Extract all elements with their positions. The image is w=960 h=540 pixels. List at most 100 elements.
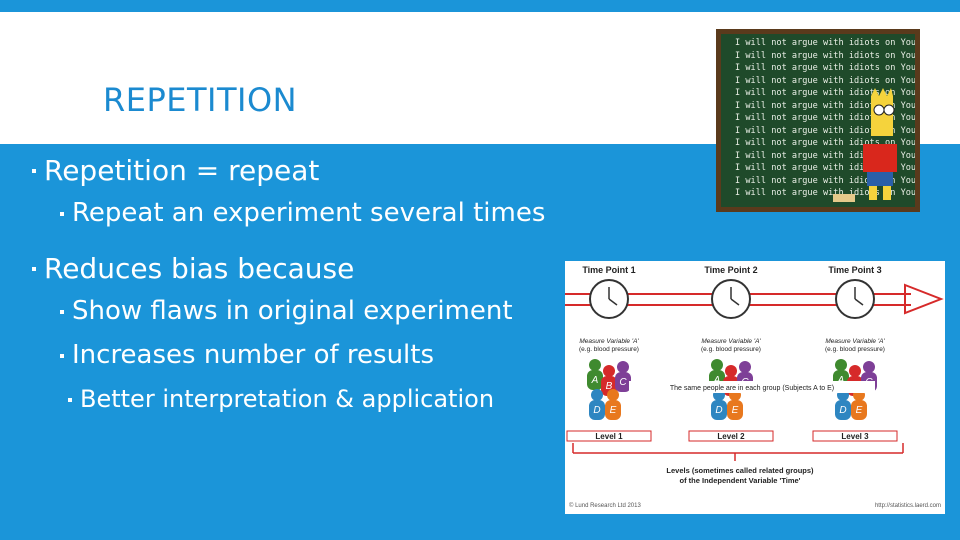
- chalkboard-line: I will not argue with idiots on YouTube.: [735, 38, 915, 48]
- copyright-text: © Lund Research Ltd 2013: [569, 502, 641, 509]
- subject-figure-head: [849, 365, 861, 377]
- subject-letter: C: [619, 377, 627, 388]
- bullet-marker: [32, 267, 36, 271]
- measure-example: (e.g. blood pressure): [825, 346, 885, 353]
- bullet-text: Show flaws in original experiment: [72, 296, 513, 326]
- chalkboard-line: I will not argue with idiots on YouTube.: [735, 50, 915, 61]
- measure-label: Measure Variable 'A': [701, 338, 761, 345]
- levels-note: of the Independent Variable 'Time': [680, 476, 801, 485]
- bullet-item: Show flaws in original experiment: [60, 296, 513, 326]
- chalkboard-line: I will not argue with idiots on YouTube.: [735, 88, 915, 98]
- subject-figure-body: [711, 400, 727, 420]
- subject-letter: D: [715, 405, 722, 416]
- subject-figure-body: [589, 400, 605, 420]
- cartoon-character-illustration: [833, 88, 897, 202]
- bullet-item: Better interpretation & application: [68, 385, 495, 413]
- top-accent-bar: [0, 0, 960, 12]
- eraser: [833, 194, 855, 202]
- subject-letter: D: [593, 405, 600, 416]
- time-point-label: Time Point 3: [828, 265, 881, 275]
- chalkboard-line: I will not argue with idiots on YouTube.: [735, 175, 915, 186]
- bullet-marker: [68, 398, 72, 402]
- chalkboard-surface: I will not argue with idiots on YouTube.…: [721, 34, 915, 207]
- chalkboard-line: I will not argue with idiots on YouTube.: [735, 138, 915, 148]
- measure-label: Measure Variable 'A': [825, 338, 885, 345]
- level-box: [812, 430, 898, 442]
- chalkboard-line: I will not argue with idiots on YouTube.: [735, 163, 915, 173]
- chalkboard-line: I will not argue with idiots on YouTube.: [735, 75, 915, 86]
- subject-letter: E: [856, 405, 863, 416]
- level-label: Level 3: [841, 432, 869, 441]
- time-point-label: Time Point 1: [582, 265, 635, 275]
- timeline-arrowhead: [904, 283, 944, 315]
- time-point-label: Time Point 2: [704, 265, 757, 275]
- subject-figure-body: [605, 400, 621, 420]
- character-leg: [869, 186, 877, 200]
- level-box: [688, 430, 774, 442]
- chalkboard-line: I will not argue with idiots on YouTube.: [735, 150, 915, 161]
- subject-letter: B: [606, 381, 613, 392]
- character-head: [871, 96, 893, 136]
- level-box: [566, 430, 652, 442]
- subject-letter: D: [839, 405, 846, 416]
- bullet-text: Better interpretation & application: [80, 385, 495, 413]
- level-label: Level 2: [717, 432, 745, 441]
- subject-figure-head: [607, 389, 619, 401]
- subject-letter: E: [610, 405, 617, 416]
- bullet-item: Repeat an experiment several times: [60, 198, 546, 228]
- subject-figure-body: [615, 372, 631, 392]
- subject-letter: E: [732, 405, 739, 416]
- chalkboard-line: I will not argue with idiots on YouTube.: [735, 125, 915, 136]
- bullet-text: Repeat an experiment several times: [72, 198, 546, 228]
- character-eye: [883, 104, 895, 116]
- chalkboard-line: I will not argue with idiots on YouTube.: [735, 63, 915, 73]
- bullet-item: Increases number of results: [60, 340, 435, 370]
- character-leg: [883, 186, 891, 200]
- subject-figure-head: [589, 359, 601, 371]
- subject-figure-head: [591, 389, 603, 401]
- measure-label: Measure Variable 'A': [579, 338, 639, 345]
- subject-figure-head: [725, 365, 737, 377]
- subject-figure-body: [835, 400, 851, 420]
- character-shirt: [863, 144, 897, 172]
- chalkboard-line: I will not argue with idiots on YouTube.: [735, 113, 915, 123]
- subject-figure-head: [711, 359, 723, 371]
- people-note: The same people are in each group (Subje…: [670, 385, 834, 392]
- subject-figure-head: [603, 365, 615, 377]
- subject-letter: A: [591, 375, 599, 386]
- character-hair: [871, 88, 893, 96]
- bullet-marker: [60, 212, 64, 216]
- subject-letter: A: [713, 375, 721, 386]
- subject-figure-head: [739, 361, 751, 373]
- measure-example: (e.g. blood pressure): [701, 346, 761, 353]
- bullet-item: Reduces bias because: [32, 252, 355, 285]
- bullet-marker: [60, 354, 64, 358]
- level-label: Level 1: [595, 432, 623, 441]
- subject-letter: A: [837, 375, 845, 386]
- note-background: [629, 381, 875, 393]
- subject-figure-head: [863, 361, 875, 373]
- subject-figure-head: [835, 359, 847, 371]
- bullet-text: Reduces bias because: [44, 252, 355, 285]
- chalkboard-line: I will not argue with idiots on YouTube.: [735, 188, 915, 198]
- character-shorts: [867, 172, 893, 186]
- clock-hand: [854, 298, 864, 306]
- measure-example: (e.g. blood pressure): [579, 346, 639, 353]
- source-url-text: http://statistics.laerd.com: [875, 503, 941, 509]
- subject-figure-body: [587, 370, 603, 390]
- subject-figure-head: [617, 361, 629, 373]
- bullet-text: Increases number of results: [72, 340, 435, 370]
- bullet-marker: [32, 169, 36, 173]
- chalkboard-line: I will not argue with idiots on YouTube.: [735, 100, 915, 111]
- character-eye: [873, 104, 885, 116]
- subject-figure-body: [851, 400, 867, 420]
- bullet-item: Repetition = repeat: [32, 154, 320, 187]
- subject-figure-body: [727, 400, 743, 420]
- chalkboard-image: I will not argue with idiots on YouTube.…: [716, 29, 920, 212]
- levels-note: Levels (sometimes called related groups): [666, 466, 814, 475]
- clock-hand: [730, 298, 740, 306]
- bullet-text: Repetition = repeat: [44, 154, 320, 187]
- clock-hand: [608, 298, 618, 306]
- slide-title: REPETITION: [103, 81, 298, 120]
